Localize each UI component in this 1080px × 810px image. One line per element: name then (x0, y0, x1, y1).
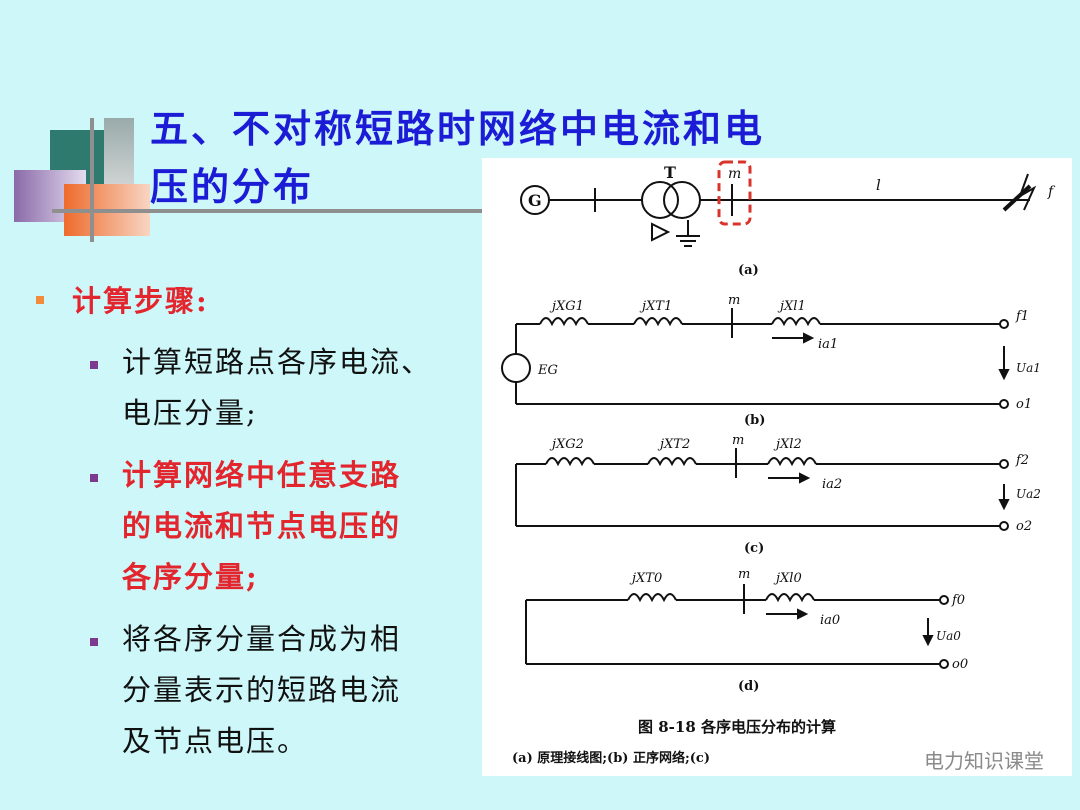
label-node-m: m (728, 293, 740, 308)
label-ua2: Ua2 (1016, 487, 1041, 501)
transformer-winding-2 (663, 181, 701, 219)
label-ua0: Ua0 (936, 629, 961, 643)
watermark-text: 电力知识课堂 (924, 749, 1044, 773)
title-line-2: 压的分布 (150, 164, 315, 209)
outline-item-2: 计算网络中任意支路 的电流和节点电压的 各序分量; (122, 450, 401, 603)
inductor-xt2 (647, 457, 697, 467)
label-f1: f1 (1015, 309, 1029, 324)
figure-caption-sub: (a) 原理接线图;(b) 正序网络;(c) (512, 750, 710, 766)
label-xg1: jXG1 (549, 299, 584, 314)
outline-heading: 计算步骤: (72, 284, 209, 318)
label-xt2: jXT2 (657, 437, 690, 452)
label-ua1: Ua1 (1016, 361, 1041, 375)
label-o2: o2 (1016, 519, 1032, 534)
outline-item-3-line-2: 分量表示的短路电流 (122, 673, 402, 707)
inductor-xg2 (545, 457, 595, 467)
generator-label: G (528, 191, 542, 210)
panel-d-caption: (d) (738, 679, 759, 694)
transformer-winding-1 (641, 181, 679, 219)
current-arrow-icon (797, 608, 809, 620)
inductor-xl1 (771, 317, 821, 327)
inductor-xl0 (765, 593, 815, 603)
bullet-square-icon (90, 474, 98, 482)
voltage-arrow-icon (998, 499, 1010, 511)
label-f2: f2 (1015, 453, 1029, 468)
inductor-xt1 (633, 317, 683, 327)
outline-item-2-line-1: 计算网络中任意支路 (122, 458, 402, 492)
label-node-m: m (732, 433, 744, 448)
panel-c: jXG2 jXT2 m jXl2 ia2 f2 Ua2 o2 (c) (515, 433, 1041, 556)
decor-horizontal-rule (52, 209, 492, 213)
circuit-figure: G T m l f (a) (482, 158, 1072, 776)
terminal-f1 (999, 319, 1009, 329)
outline-item-1-line-1: 计算短路点各序电流、 (122, 345, 433, 379)
label-xt1: jXT1 (639, 299, 672, 314)
panel-c-caption: (c) (744, 541, 764, 556)
label-xt0: jXT0 (629, 571, 662, 586)
label-node-m: m (738, 567, 750, 582)
terminal-o1 (999, 399, 1009, 409)
current-arrow-icon (803, 332, 815, 344)
fault-lightning-icon (1018, 173, 1037, 211)
label-ia1: ia1 (818, 337, 838, 352)
label-xl1: jXl1 (777, 299, 806, 314)
bullet-square-icon (90, 638, 98, 646)
panel-a: G T m l f (a) (520, 160, 1056, 278)
label-eg: EG (537, 363, 558, 378)
label-xg2: jXG2 (549, 437, 584, 452)
current-arrow-icon (799, 472, 811, 484)
panel-d: jXT0 m jXl0 ia0 f0 Ua0 o0 (d) (525, 567, 968, 694)
label-f0: f0 (951, 593, 965, 608)
panel-b-caption: (b) (744, 413, 765, 428)
bullet-square-icon (90, 361, 98, 369)
slide-title: 五、不对称短路时网络中电流和电 压的分布 (150, 100, 870, 216)
outline-item-1: 计算短路点各序电流、 电压分量; (122, 337, 432, 439)
figure-caption-title: 图 8-18 各序电压分布的计算 (638, 718, 836, 736)
fault-label: f (1047, 184, 1056, 200)
label-ia0: ia0 (820, 613, 840, 628)
voltage-arrow-icon (998, 369, 1010, 381)
transformer-label: T (664, 163, 676, 182)
label-o0: o0 (952, 657, 968, 672)
inductor-xg1 (539, 317, 589, 327)
outline-item-3: 将各序分量合成为相 分量表示的短路电流 及节点电压。 (122, 614, 401, 767)
panel-a-caption: (a) (738, 263, 759, 278)
terminal-f0 (939, 595, 949, 605)
inductor-xl2 (767, 457, 817, 467)
outline-item-3-line-3: 及节点电压。 (122, 724, 309, 758)
outline-item-3-line-1: 将各序分量合成为相 (122, 622, 402, 656)
inductor-xt0 (627, 593, 677, 603)
label-xl0: jXl0 (773, 571, 802, 586)
outline-item-1-line-2: 电压分量; (122, 396, 258, 430)
voltage-arrow-icon (922, 635, 934, 647)
label-o1: o1 (1016, 397, 1032, 412)
outline-item-2-line-3: 各序分量; (122, 560, 259, 594)
line-label: l (876, 176, 881, 194)
delta-winding-icon (651, 222, 671, 242)
decor-vertical-rule (90, 118, 94, 242)
outline-item-2-line-2: 的电流和节点电压的 (122, 509, 402, 543)
label-ia2: ia2 (822, 477, 842, 492)
label-xl2: jXl2 (773, 437, 802, 452)
terminal-o2 (999, 521, 1009, 531)
emf-source-symbol (501, 353, 531, 383)
node-m-highlight (717, 160, 752, 226)
panel-b: jXG1 jXT1 m jXl1 ia1 EG f1 Ua1 o1 (b) (501, 293, 1041, 428)
node-m-label: m (728, 166, 741, 182)
terminal-f2 (999, 459, 1009, 469)
bullet-square-icon (36, 296, 44, 304)
terminal-o0 (939, 659, 949, 669)
title-line-1: 五、不对称短路时网络中电流和电 (150, 106, 766, 151)
